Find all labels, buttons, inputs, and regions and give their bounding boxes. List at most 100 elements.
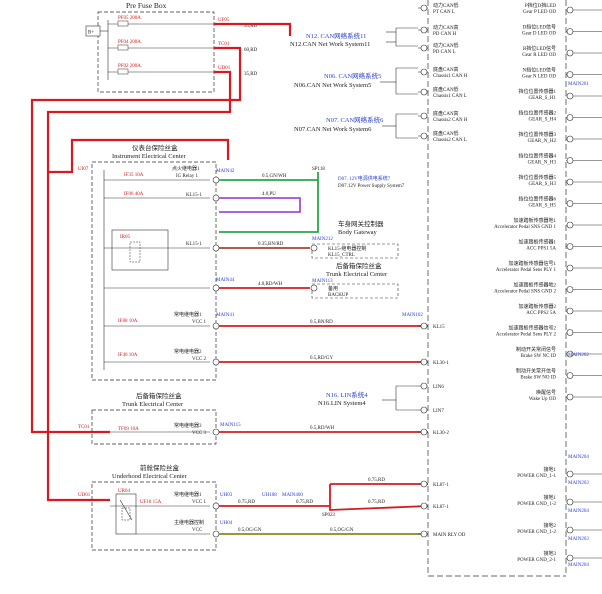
ecu-right-pin-cn: 接地2 — [543, 522, 556, 529]
ecu-right-pin-en: Accelerator Pedal Sens PLY 1 — [496, 268, 557, 273]
lin-en: N16.LIN System4 — [318, 400, 366, 407]
iec-conn-main42: MAIN42 — [216, 169, 235, 174]
wire-uec-4: 0.75,RD — [368, 500, 385, 505]
conn-main102: MAIN102 — [402, 313, 423, 318]
ecu-left-pin-cn: 动力CAN低 — [433, 42, 459, 49]
main-conn-label: MAIN201 — [568, 82, 589, 87]
ecu-right-pin-en: GEAR_S_H3 — [528, 182, 556, 187]
d07-cn: D07. 12V电源供电系统7 — [338, 175, 391, 182]
ecu-right-pin-en: Wake Up OD — [529, 397, 556, 402]
ecu-left-pin-cn: 底盘CAN低 — [433, 86, 459, 93]
uec-vcc1-en: VCC 1 — [192, 500, 207, 505]
ecu-right-pin-en: Brake SW NC ID — [521, 354, 557, 359]
ecu-right-pin-cn: 挡位位置传感器3 — [518, 131, 556, 138]
ecu-mid-pin: KL87-1 — [418, 480, 449, 488]
iec-conn-main212: MAIN212 — [312, 237, 333, 242]
ecu-right-pin-en: GEAR_S_H1 — [528, 96, 556, 101]
can-networks: N12. CAN网络系统11 N12.CAN Net Work System11… — [290, 27, 418, 139]
ecu-left-pin-en: Chassis1 CAN L — [433, 94, 467, 99]
ecu-right-conn: MAIN204 — [568, 509, 589, 514]
fuse-pf04: PF04 200A — [108, 40, 214, 51]
ecu-mid-pin-label: KL87-1 — [433, 505, 449, 510]
ecu-left-pin-cn: 动力CAN高 — [433, 24, 459, 31]
ecu-right-pin-cn: 加速踏板传感器地2 — [513, 282, 556, 289]
iec-conn-in: UI07 — [78, 167, 89, 172]
wire-rdgy: 0.5,RD/GY — [310, 356, 333, 361]
trunk-conn-main115: MAIN115 — [220, 423, 241, 428]
wire-uec-2: 0.5,OG/GN — [238, 528, 262, 533]
body-gateway-en: Body Gateway — [338, 229, 378, 236]
ecu-mid-pin: KL30-1 — [418, 358, 449, 366]
ecu-left-pin-en: PD CAN H — [433, 32, 456, 37]
iec-title-cn: 仪表台保险丝盒 — [132, 143, 178, 152]
wire-35rd-1: 35,RD — [244, 24, 258, 29]
uec-conn2: UH04 — [220, 521, 233, 526]
fuse-pf05: PF05 200A — [108, 16, 214, 27]
body-gateway-cn: 车身网关控制器 — [338, 219, 384, 228]
ecu-right-conn: MAIN204 — [568, 563, 589, 568]
iec-pin5-cn: 常电继电器1 — [174, 311, 202, 318]
uec-title-en: Underhood Electrical Center — [112, 473, 188, 480]
trunk-right-pin-en: BACKUP — [328, 293, 349, 298]
trunk-vcc3-en: VCC 3 — [192, 431, 207, 436]
ecu-right-pin-en: Gear D LED OD — [522, 32, 556, 37]
ecu-mid-pin-label: LIN6 — [433, 385, 444, 390]
ecu-right-pin-en: POWER GND_1-2 — [517, 530, 556, 535]
conn-uf05: UF05 — [218, 18, 230, 23]
trunk-right-en: Trunk Electrical Center — [326, 271, 388, 278]
ecu-left-pin-en: Chassis1 CAN H — [433, 74, 468, 79]
wire-bnrd-05: 0.5,BN/RD — [310, 320, 333, 325]
uec-mid-conn2: MAIN400 — [282, 493, 303, 498]
can-n06-en: N06.CAN Net Work System5 — [294, 82, 371, 89]
ecu-right-pin-cn: 制动开关常闭信号 — [516, 346, 556, 353]
fuse-pf05-label: PF05 200A — [118, 16, 141, 21]
conn-tc01-top: TC01 — [218, 42, 230, 47]
ecu-right-pin-en: Brake SW NO ID — [520, 376, 556, 381]
ecu-right-pin-cn: N挡位LED信号 — [523, 67, 556, 74]
ecu-right-pin-en: GEAR_S_H4 — [528, 118, 556, 123]
ecu-right-pin-en: POWER GND_1-2 — [517, 502, 556, 507]
ecu-right-conn: MAIN203 — [568, 537, 589, 542]
trunk-conn-in: TC01 — [78, 425, 90, 430]
ecu-right-pin-cn: 加速踏板传感器1 — [518, 239, 556, 246]
ecu-mid-pin: KL87-1 — [418, 502, 449, 510]
uec-relay: UR04 — [118, 489, 130, 494]
ecu-mid-pins: KL15KL30-1LIN6LIN7KL30-2KL87-1KL87-1MAIN… — [418, 322, 466, 538]
wire-rdwh-4: 4.0,RD/WH — [258, 282, 283, 287]
iec-pin3-en: KL15-1 — [186, 242, 202, 247]
ecu-right-pin-en: Accelerator Pedal Sens PLY 2 — [496, 333, 557, 338]
ecu-right-conn: MAIN204 — [568, 455, 589, 460]
ecu-right-pin-cn: 制动开关常开信号 — [516, 368, 556, 375]
wire-uec-5: 0.5,OG/GN — [330, 528, 354, 533]
ecu-right-pin-en: GEAR_N_H2 — [528, 139, 557, 144]
lin-cn: N16. LIN系统4 — [326, 390, 368, 399]
trunk-center-right: 后备箱保险丝盒 Trunk Electrical Center MAIN113 … — [310, 261, 399, 299]
ecu-mid-pin-label: KL87-1 — [433, 483, 449, 488]
conn-ud01-top: UD01 — [218, 66, 231, 71]
ecu-right-pin-cn: 唤醒信号 — [536, 389, 556, 396]
lin-system: N16. LIN系统4 N16.LIN System4 — [318, 385, 418, 411]
can-n07-cn: N07. CAN网络系统6 — [326, 115, 384, 124]
ecu-left-pin-en: PT CAN L — [433, 10, 455, 15]
iec-title-en: Instrument Electrical Center — [112, 153, 186, 160]
ecu-mid-pin: LIN6 — [418, 382, 444, 390]
ecu-right-pin-en: Gear N LED OD — [522, 75, 556, 80]
iec-pin5-en: VCC 1 — [192, 320, 207, 325]
uec-vcc2-en: VCC — [192, 528, 203, 533]
